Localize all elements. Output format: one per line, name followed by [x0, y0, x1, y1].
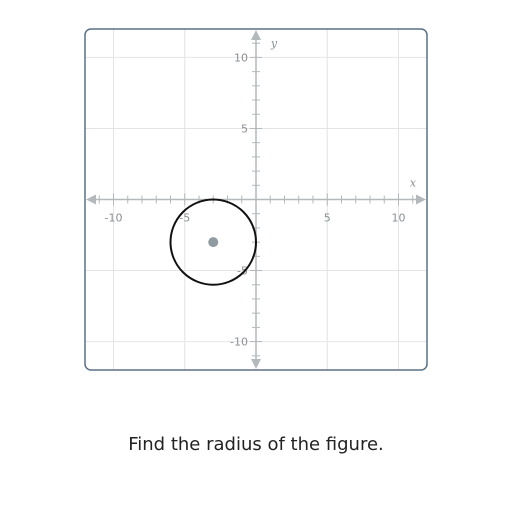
coordinate-plane: -10 -5 5 10 10 5 -5 -10 x y — [84, 28, 428, 371]
x-tick-label: 10 — [392, 212, 406, 225]
tick-labels: -10 -5 5 10 10 5 -5 -10 x y — [105, 37, 417, 349]
y-tick-label: -10 — [230, 336, 248, 349]
x-axis-arrow-left-icon — [86, 194, 96, 205]
y-axis-arrow-down-icon — [251, 359, 261, 369]
question-text: Find the radius of the figure. — [128, 434, 384, 455]
x-tick-label: -10 — [105, 212, 123, 225]
y-tick-label: 10 — [234, 51, 248, 64]
y-tick-label: 5 — [241, 122, 248, 135]
circle-center-point — [208, 237, 219, 248]
plot-border — [84, 28, 428, 371]
x-axis-arrow-right-icon — [416, 194, 426, 205]
y-axis-arrow-up-icon — [251, 30, 261, 40]
figure — [169, 198, 257, 286]
axis-ticks — [98, 42, 414, 357]
y-axis-label: y — [270, 37, 278, 50]
x-axis-label: x — [410, 177, 417, 190]
circle-figure — [169, 198, 257, 286]
x-tick-label: -5 — [179, 212, 190, 225]
x-tick-label: 5 — [324, 212, 331, 225]
y-tick-label: -5 — [237, 265, 248, 278]
axes — [86, 30, 426, 369]
